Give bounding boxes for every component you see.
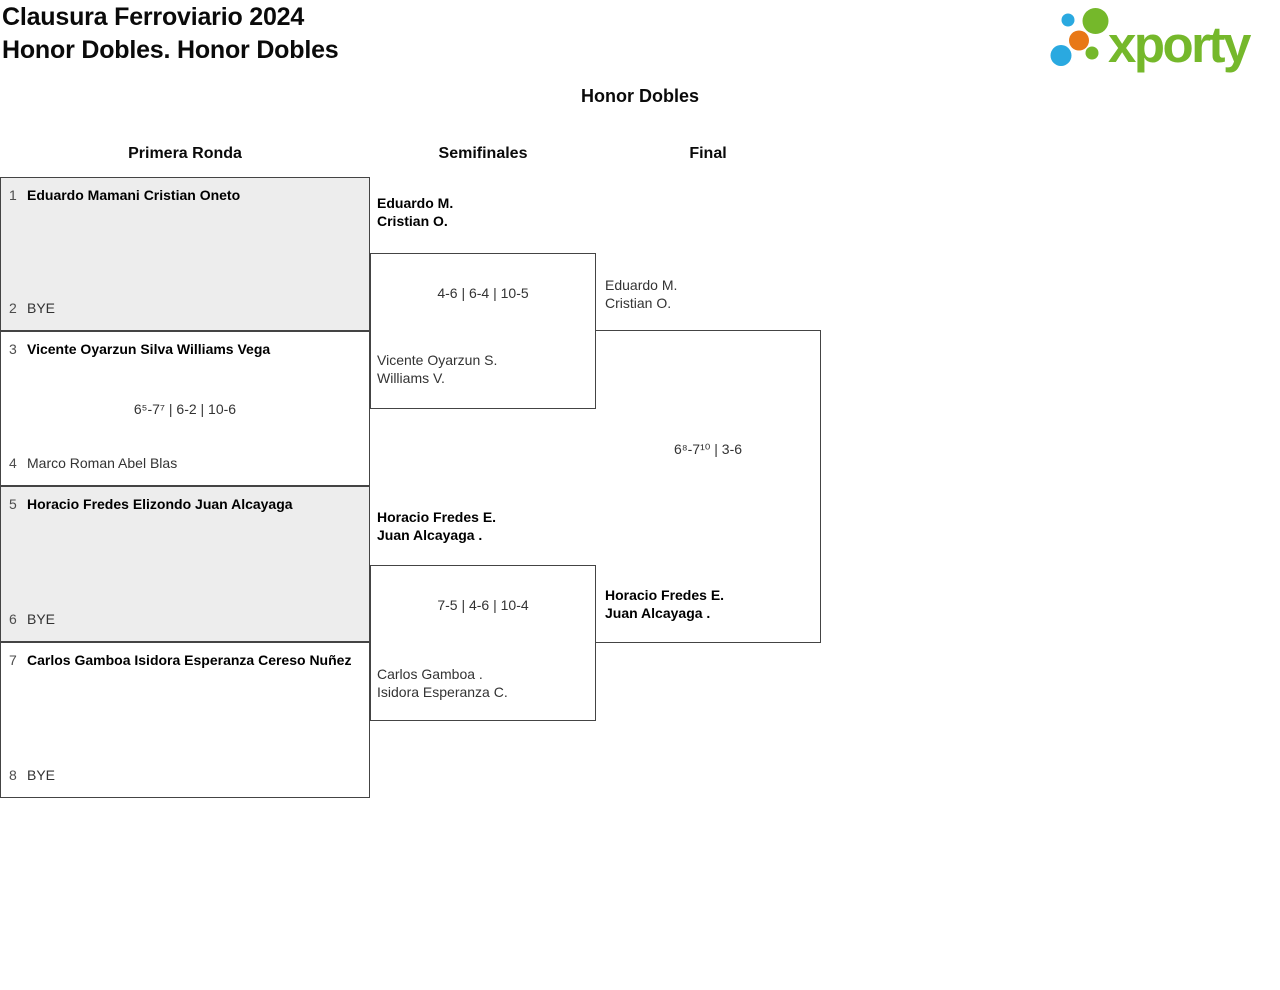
seed-number: 3 <box>9 341 17 357</box>
match-score: 7-5 | 4-6 | 10-4 <box>437 597 529 613</box>
round-header-final: Final <box>689 145 727 162</box>
team-entry-sf1-bottom: Vicente Oyarzun S. Williams V. <box>377 351 589 387</box>
player-name: Juan Alcayaga . <box>605 605 711 621</box>
match-box-sf2 <box>370 565 596 721</box>
player-name: Isidora Esperanza C. <box>377 684 508 700</box>
team-name: Vicente Oyarzun Silva Williams Vega <box>27 340 270 358</box>
team-name: BYE <box>27 610 55 628</box>
team-slot: 4 Marco Roman Abel Blas <box>9 454 363 472</box>
team-slot: 1 Eduardo Mamani Cristian Oneto <box>9 186 363 204</box>
player-name: Carlos Gamboa <box>27 652 131 668</box>
player-name: Isidora Esperanza Cereso Nuñez <box>134 652 352 668</box>
match-box-r1-m4: 7 Carlos Gamboa Isidora Esperanza Cereso… <box>0 642 370 798</box>
player-name: Eduardo Mamani <box>27 187 140 203</box>
match-box-r1-m3: 5 Horacio Fredes Elizondo Juan Alcayaga … <box>0 486 370 642</box>
team-entry-sf1-top: Eduardo M. Cristian O. <box>377 194 589 230</box>
match-score: 4-6 | 6-4 | 10-5 <box>437 285 529 301</box>
player-name: Carlos Gamboa . <box>377 666 483 682</box>
player-name: Horacio Fredes E. <box>377 509 497 525</box>
team-slot: 7 Carlos Gamboa Isidora Esperanza Cereso… <box>9 651 363 669</box>
match-score: 6⁸-7¹⁰ | 3-6 <box>673 441 743 457</box>
player-name: Vicente Oyarzun S. <box>377 352 498 368</box>
seed-number: 5 <box>9 496 17 512</box>
team-entry-sf2-bottom: Carlos Gamboa . Isidora Esperanza C. <box>377 665 589 701</box>
bye-label: BYE <box>27 767 56 783</box>
team-name: BYE <box>27 766 55 784</box>
team-entry-final-bottom: Horacio Fredes E. Juan Alcayaga . <box>605 586 817 622</box>
player-name: Horacio Fredes E. <box>605 587 725 603</box>
logo-dots-icon <box>1050 8 1109 66</box>
seed-number: 6 <box>9 611 17 627</box>
team-slot: 5 Horacio Fredes Elizondo Juan Alcayaga <box>9 495 363 513</box>
team-entry-final-top: Eduardo M. Cristian O. <box>605 276 817 312</box>
player-name: Williams Vega <box>176 341 271 357</box>
player-name: Vicente Oyarzun Silva <box>27 341 174 357</box>
team-entry-sf2-top: Horacio Fredes E. Juan Alcayaga . <box>377 508 589 544</box>
team-slot: 2 BYE <box>9 299 363 317</box>
team-name: BYE <box>27 299 55 317</box>
seed-number: 8 <box>9 767 17 783</box>
round-header-semifinales: Semifinales <box>438 145 528 162</box>
bye-label: BYE <box>27 300 56 316</box>
team-name: Marco Roman Abel Blas <box>27 454 177 472</box>
player-name: Cristian O. <box>605 295 672 311</box>
player-name: Juan Alcayaga <box>195 496 293 512</box>
match-box-r1-m1: 1 Eduardo Mamani Cristian Oneto 2 BYE <box>0 177 370 331</box>
player-name: Williams V. <box>377 370 445 386</box>
seed-number: 7 <box>9 652 17 668</box>
team-name: Eduardo Mamani Cristian Oneto <box>27 186 240 204</box>
seed-number: 2 <box>9 300 17 316</box>
logo-wordmark: xporty <box>1108 16 1252 73</box>
player-name: Cristian Oneto <box>143 187 241 203</box>
seed-number: 4 <box>9 455 17 471</box>
match-box-final <box>595 330 821 643</box>
match-box-r1-m2: 3 Vicente Oyarzun Silva Williams Vega 6⁵… <box>0 331 370 486</box>
player-name: Juan Alcayaga . <box>377 527 483 543</box>
player-name: Eduardo M. <box>377 195 454 211</box>
player-name: Abel Blas <box>118 455 178 471</box>
bye-label: BYE <box>27 611 56 627</box>
player-name: Horacio Fredes Elizondo <box>27 496 192 512</box>
team-slot: 6 BYE <box>9 610 363 628</box>
team-name: Carlos Gamboa Isidora Esperanza Cereso N… <box>27 651 351 669</box>
match-box-sf1 <box>370 253 596 409</box>
player-name: Marco Roman <box>27 455 115 471</box>
team-slot: 3 Vicente Oyarzun Silva Williams Vega <box>9 340 363 358</box>
round-header-primera-ronda: Primera Ronda <box>128 145 242 162</box>
seed-number: 1 <box>9 187 17 203</box>
category-subtitle: Honor Dobles. Honor Dobles <box>2 36 339 64</box>
team-name: Horacio Fredes Elizondo Juan Alcayaga <box>27 495 293 513</box>
team-slot: 8 BYE <box>9 766 363 784</box>
player-name: Eduardo M. <box>605 277 678 293</box>
match-score: 6⁵-7⁷ | 6-2 | 10-6 <box>133 400 237 417</box>
bracket-title: Honor Dobles <box>580 86 699 106</box>
player-name: Cristian O. <box>377 213 448 229</box>
xporty-logo[interactable]: xporty <box>1046 2 1276 80</box>
tournament-name: Clausura Ferroviario 2024 <box>2 3 305 31</box>
page-title: Clausura Ferroviario 2024 Honor Dobles. … <box>2 1 339 67</box>
